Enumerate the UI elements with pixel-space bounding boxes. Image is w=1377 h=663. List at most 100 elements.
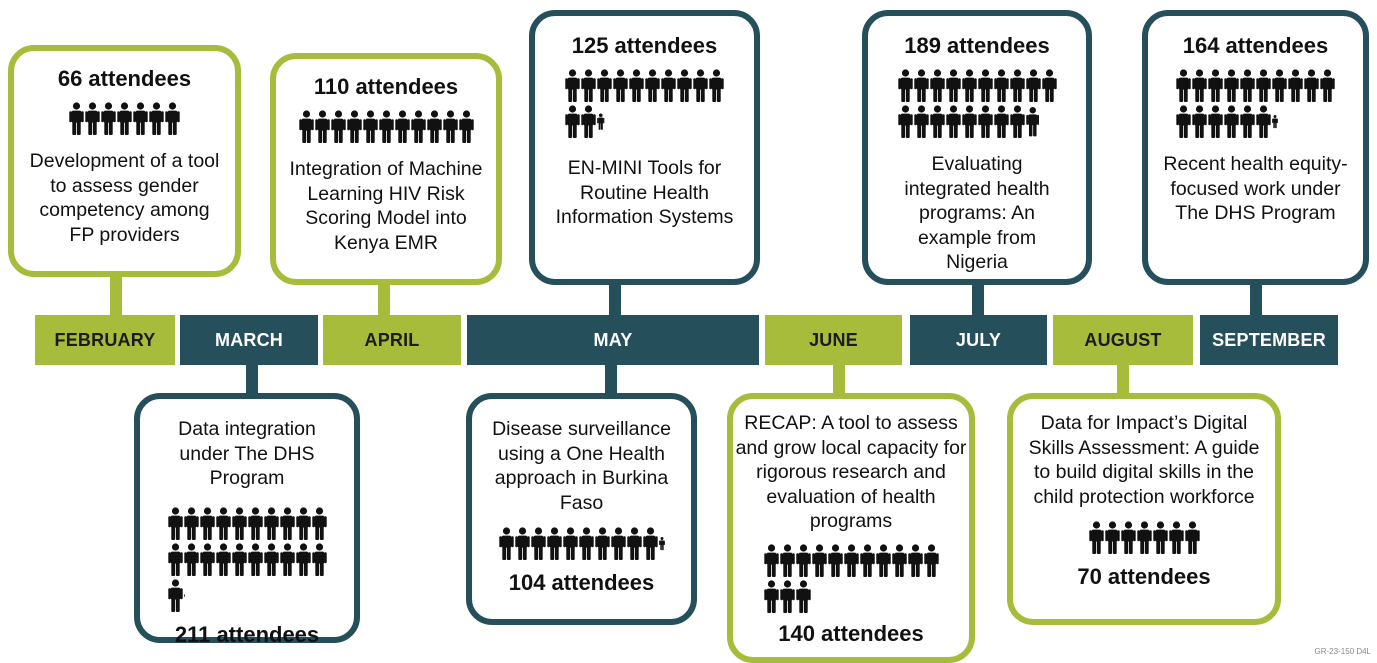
person-icon	[1042, 69, 1057, 102]
person-icon	[1256, 69, 1271, 102]
person-row	[565, 105, 605, 138]
person-row	[1176, 105, 1278, 138]
person-icon	[531, 527, 546, 560]
person-icon	[1256, 105, 1271, 138]
person-icon	[908, 544, 923, 577]
person-icon	[946, 105, 961, 138]
person-icon	[101, 102, 116, 135]
person-row	[69, 102, 180, 135]
person-icon	[1010, 105, 1025, 138]
person-icon	[962, 105, 977, 138]
person-row	[1089, 521, 1200, 554]
person-icon	[946, 69, 961, 102]
person-icon	[1176, 105, 1191, 138]
attendee-count: 164 attendees	[1183, 33, 1329, 59]
person-icon	[296, 543, 311, 576]
person-row	[168, 579, 186, 612]
person-icon	[168, 543, 183, 576]
event-title: Data for Impact’s Digital Skills Assessm…	[1024, 411, 1264, 509]
attendee-icons	[1176, 69, 1335, 138]
person-icon	[1304, 69, 1319, 102]
person-icon	[296, 507, 311, 540]
event-title: Disease surveillance using a One Health …	[482, 417, 682, 515]
person-icon	[515, 527, 530, 560]
connector-march	[246, 365, 258, 395]
month-september: SEPTEMBER	[1200, 315, 1338, 365]
person-icon	[892, 544, 907, 577]
attendee-count: 140 attendees	[778, 621, 924, 647]
person-row	[168, 507, 327, 540]
person-icon	[264, 507, 279, 540]
connector-may-bottom	[605, 365, 617, 395]
person-icon	[595, 527, 610, 560]
person-icon	[315, 110, 330, 143]
person-icon	[780, 544, 795, 577]
person-icon	[914, 105, 929, 138]
person-icon	[924, 544, 939, 577]
person-icon	[563, 527, 578, 560]
person-icon	[280, 507, 295, 540]
attendee-count: 211 attendees	[175, 622, 319, 648]
attendee-icons	[898, 69, 1057, 138]
person-icon	[764, 544, 779, 577]
person-icon	[299, 110, 314, 143]
person-icon	[248, 507, 263, 540]
event-card-april: 110 attendees Integration of Machine Lea…	[270, 53, 502, 285]
person-icon	[1208, 69, 1223, 102]
document-code: GR-23-150 D4L	[1315, 647, 1371, 656]
person-icon	[1224, 69, 1239, 102]
event-title: Data integration under The DHS Program	[162, 417, 332, 491]
connector-may-top	[609, 283, 621, 315]
person-icon	[363, 110, 378, 143]
person-row	[898, 105, 1040, 138]
person-icon	[978, 105, 993, 138]
person-icon	[117, 102, 132, 135]
person-icon	[395, 110, 410, 143]
person-icon	[661, 69, 676, 102]
person-icon	[411, 110, 426, 143]
person-icon	[133, 102, 148, 135]
event-card-june: RECAP: A tool to assess and grow local c…	[727, 393, 975, 663]
person-icon	[69, 102, 84, 135]
person-icon	[581, 105, 596, 138]
person-icon	[1240, 69, 1255, 102]
event-card-august: Data for Impact’s Digital Skills Assessm…	[1007, 393, 1281, 625]
person-icon	[914, 69, 929, 102]
person-icon	[844, 544, 859, 577]
person-icon	[1026, 69, 1041, 102]
person-icon	[876, 544, 891, 577]
attendee-count: 110 attendees	[314, 74, 458, 100]
attendee-count: 189 attendees	[904, 33, 1050, 59]
person-icon	[579, 527, 594, 560]
person-icon	[312, 507, 327, 540]
attendee-icons	[69, 102, 180, 135]
person-row	[898, 69, 1057, 102]
connector-june	[833, 365, 845, 395]
person-icon	[613, 69, 628, 102]
person-row	[764, 580, 811, 613]
person-icon	[709, 69, 724, 102]
event-card-september: 164 attendees Recent health equity-focus…	[1142, 10, 1369, 285]
attendee-count: 125 attendees	[572, 33, 718, 59]
person-icon	[796, 580, 811, 613]
person-row	[1176, 69, 1335, 102]
attendee-count: 104 attendees	[509, 570, 655, 596]
person-icon	[1192, 69, 1207, 102]
person-icon	[1169, 521, 1184, 554]
month-may: MAY	[467, 315, 759, 365]
person-icon	[347, 110, 362, 143]
person-icon	[200, 507, 215, 540]
person-icon	[978, 69, 993, 102]
person-icon	[860, 544, 875, 577]
person-icon	[645, 69, 660, 102]
person-icon	[184, 543, 199, 576]
person-icon	[1320, 69, 1335, 102]
person-row	[764, 544, 939, 577]
person-icon	[216, 543, 231, 576]
person-icon	[85, 102, 100, 135]
attendee-icons	[499, 527, 665, 560]
person-icon	[930, 69, 945, 102]
person-icon	[427, 110, 442, 143]
connector-february	[110, 275, 122, 315]
person-icon	[216, 507, 231, 540]
